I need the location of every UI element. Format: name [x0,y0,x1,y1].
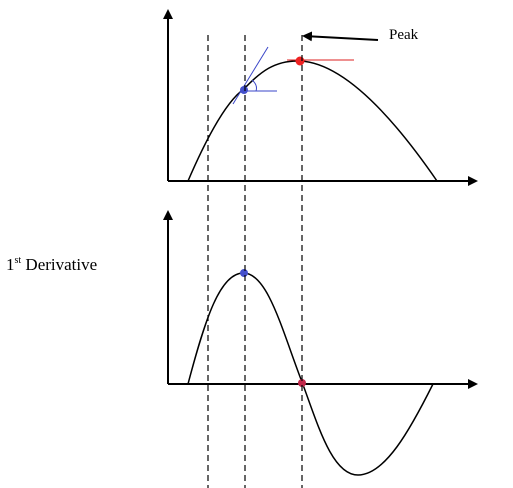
tangent-angle-arc [251,79,257,92]
peak-marker [295,56,305,66]
derivative-curve [187,272,434,476]
top-plot: Peak [163,9,478,186]
derivative-text: Derivative [21,255,97,274]
bottom-plot: 1st Derivative [6,210,478,476]
derivative-max-marker [240,269,248,277]
derivative-number: 1 [6,255,15,274]
peak-label: Peak [389,27,419,43]
guide-lines [207,35,303,488]
zero-crossing-marker [298,379,306,387]
top-signal-curve [187,60,438,182]
tangent-line [232,46,269,105]
derivative-label: 1st Derivative [6,255,97,274]
peak-pointer-arrow [302,31,379,42]
tangent-point-marker [240,86,248,94]
derivative-superscript: st [15,255,22,266]
